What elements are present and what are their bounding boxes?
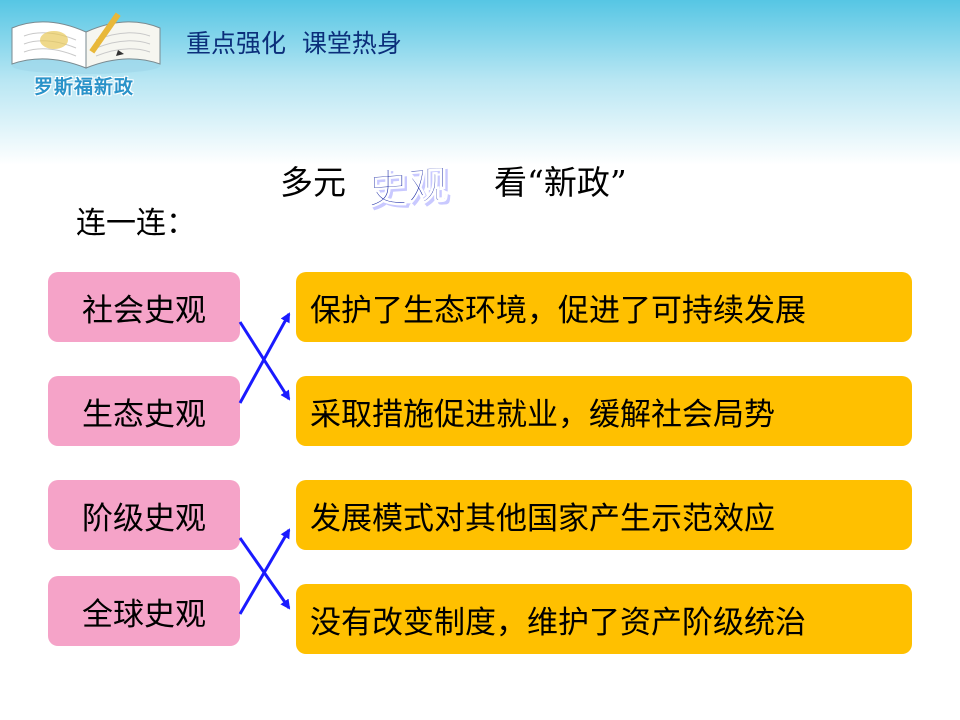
- concept-box-social[interactable]: 社会史观: [48, 272, 240, 342]
- arrow-ecological-to-ecology-statement: [238, 312, 291, 404]
- slide-title-wordart-shadow: 史观: [371, 165, 451, 217]
- concept-box-class[interactable]: 阶级史观: [48, 480, 240, 550]
- concept-box-ecological[interactable]: 生态史观: [48, 376, 240, 446]
- arrow-global-to-model-statement: [238, 528, 291, 615]
- slide-title-prefix: 多元: [280, 163, 346, 202]
- open-book-logo-icon: [11, 12, 161, 74]
- slide-title-suffix: 看“新政”: [494, 163, 627, 202]
- slide-title-wordart-text: 史观: [368, 162, 448, 214]
- concept-box-global[interactable]: 全球史观: [48, 576, 240, 646]
- statement-box-1[interactable]: 保护了生态环境，促进了可持续发展: [296, 272, 912, 342]
- arrow-class-to-system-statement: [238, 537, 291, 610]
- statement-box-3[interactable]: 发展模式对其他国家产生示范效应: [296, 480, 912, 550]
- arrow-social-to-ecology-statement: [238, 321, 291, 401]
- slide-title-wordart: 史观 史观: [367, 161, 451, 217]
- instruction-text: 连一连：: [76, 206, 196, 241]
- header-title: 重点强化 课堂热身: [186, 29, 402, 58]
- logo-text: 罗斯福新政: [34, 76, 135, 98]
- statement-box-2[interactable]: 采取措施促进就业，缓解社会局势: [296, 376, 912, 446]
- statement-box-4[interactable]: 没有改变制度，维护了资产阶级统治: [296, 584, 912, 654]
